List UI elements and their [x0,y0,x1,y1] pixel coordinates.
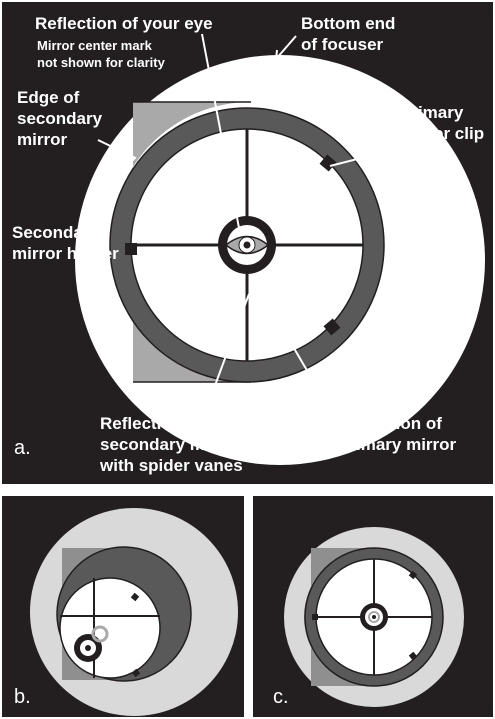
label-center-mark-note-2: not shown for clarity [37,55,166,70]
label-reflection-holder-2: secondary mirror holder [100,435,297,454]
primary-mirror-reflection [59,577,161,679]
panel-letter-c: c. [273,686,289,708]
label-primary-clip-2: mirror clip [400,124,484,143]
label-center-mark-note-1: Mirror center mark [37,38,153,53]
label-edge-secondary-2: secondary [17,109,103,128]
label-reflection-primary-2: primary mirror [339,435,457,454]
panel-letter-a: a. [14,437,31,459]
panel-letter-b: b. [14,686,31,708]
label-secondary-holder-1: Secondary [12,223,99,242]
diagram-a: Reflection of your eye Mirror center mar… [12,14,485,475]
panel-c: c. [253,496,493,717]
label-bottom-end-1: Bottom end [301,14,395,33]
label-edge-secondary-1: Edge of [17,88,80,107]
secondary-mirror-edge [58,548,124,680]
primary-mirror-clip-upper [408,570,418,580]
label-reflection-holder-3: with spider vanes [99,456,243,475]
secondary-holder-clip [125,243,137,255]
primary-mirror-clip-lower [408,651,418,661]
primary-mirror-clip-lower [131,668,141,678]
arrow-heads [125,49,278,165]
primary-mirror-clip-upper [319,154,337,172]
secondary-mirror-outline [133,101,251,383]
label-bottom-end-2: of focuser [301,35,384,54]
eye-reflection [224,235,270,255]
pointer-lines [97,33,405,421]
center-mark [91,625,109,643]
secondary-holder-clip [312,614,318,620]
label-secondary-holder-2: mirror holder [12,244,119,263]
panel-b: b. [2,496,244,717]
panel-a: Reflection of your eye Mirror center mar… [2,2,493,484]
label-reflection-primary-1: Reflection of [339,414,442,433]
primary-mirror-clip-lower [323,318,341,336]
label-edge-secondary-3: mirror [17,130,67,149]
diagram-b: b. [14,508,238,716]
label-reflection-eye: Reflection of your eye [35,14,213,33]
label-primary-clip-1: Primary [400,103,464,122]
label-reflection-holder-1: Reflection of [100,414,203,433]
holder-double-arrow [90,166,110,324]
primary-mirror-clip-upper [130,592,140,602]
diagram-c: c. [273,527,464,708]
